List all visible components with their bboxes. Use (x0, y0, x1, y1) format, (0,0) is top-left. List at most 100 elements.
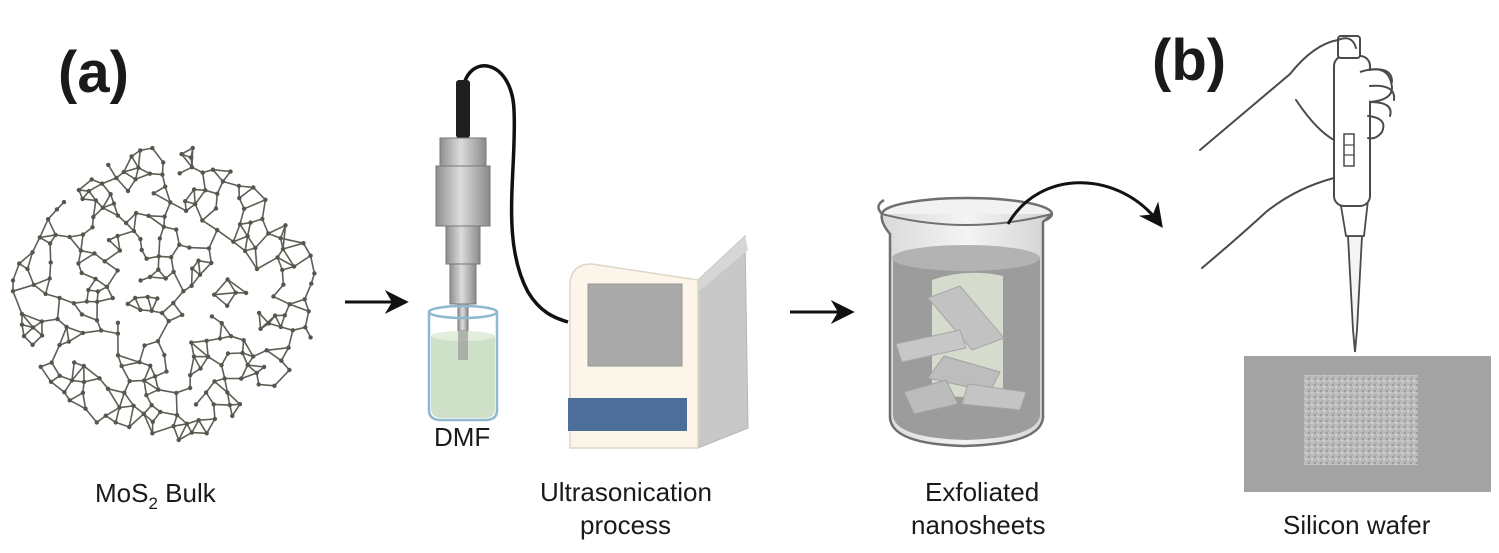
lattice-atom (158, 236, 162, 240)
lattice-bond (124, 393, 133, 406)
lattice-atom (253, 246, 257, 250)
lattice-atom (81, 391, 85, 395)
lattice-atom (283, 223, 287, 227)
lattice-bond (136, 174, 150, 180)
lattice-atom (209, 261, 213, 265)
lattice-atom (207, 246, 211, 250)
lattice-atom (150, 309, 154, 313)
lattice-atom (46, 217, 50, 221)
lattice-atom (25, 267, 29, 271)
lattice-atom (198, 366, 202, 370)
lattice-atom (177, 438, 181, 442)
lattice-atom (287, 368, 291, 372)
lattice-atom (193, 202, 197, 206)
lattice-bond (294, 256, 311, 267)
lattice-atom (80, 197, 84, 201)
lattice-bond (189, 248, 209, 249)
lattice-atom (212, 379, 216, 383)
lattice-atom (230, 414, 234, 418)
exfoliated-label-line2: nanosheets (911, 510, 1045, 540)
dmf-label: DMF (434, 422, 490, 452)
lattice-atom (260, 217, 264, 221)
lattice-atom (30, 343, 34, 347)
lattice-atom (280, 268, 284, 272)
lattice-atom (242, 338, 246, 342)
lattice-atom (243, 249, 247, 253)
lattice-atom (11, 278, 15, 282)
lattice-bond (52, 345, 60, 363)
lattice-bond (160, 412, 177, 415)
lattice-atom (303, 297, 307, 301)
lattice-atom (206, 355, 210, 359)
lattice-atom (136, 166, 140, 170)
lattice-atom (82, 380, 86, 384)
lattice-atom (177, 243, 181, 247)
lattice-atom (48, 241, 52, 245)
lattice-atom (246, 363, 250, 367)
lattice-atom (220, 321, 224, 325)
lattice-bond (152, 148, 163, 162)
lattice-atom (140, 248, 144, 252)
lattice-atom (237, 196, 241, 200)
lattice-atom (251, 185, 255, 189)
lattice-atom (127, 379, 131, 383)
lattice-bond (101, 330, 118, 333)
lattice-atom (97, 376, 101, 380)
mos2-bulk-label: MoS2 Bulk (95, 478, 217, 513)
lattice-atom (188, 373, 192, 377)
lattice-bond (207, 419, 215, 433)
lattice-atom (127, 425, 131, 429)
lattice-atom (64, 325, 68, 329)
lattice-atom (203, 188, 207, 192)
lattice-atom (31, 325, 35, 329)
lattice-atom (174, 227, 178, 231)
lattice-atom (225, 304, 229, 308)
lattice-bond (119, 393, 124, 408)
lattice-bond (222, 323, 231, 336)
lattice-atom (213, 417, 217, 421)
lattice-atom (17, 261, 21, 265)
lattice-bond (233, 242, 245, 251)
lattice-bond (214, 295, 227, 306)
lattice-bond (13, 264, 19, 281)
lattice-atom (129, 154, 133, 158)
lattice-atom (133, 177, 137, 181)
lattice-bond (81, 235, 83, 251)
lattice-bond (28, 269, 34, 285)
lattice-bond (170, 202, 186, 210)
lattice-atom (106, 387, 110, 391)
lattice-atom (265, 348, 269, 352)
lattice-atom (281, 283, 285, 287)
lattice-atom (150, 431, 154, 435)
lattice-atom (114, 420, 118, 424)
lattice-atom (162, 353, 166, 357)
lattice-bond (150, 277, 166, 278)
lattice-atom (179, 152, 183, 156)
lattice-bond (217, 230, 233, 242)
lattice-bond (173, 291, 183, 303)
lattice-atom (48, 276, 52, 280)
lattice-atom (142, 378, 146, 382)
lattice-atom (55, 207, 59, 211)
lattice-atom (171, 270, 175, 274)
lattice-bond (255, 234, 268, 249)
lattice-atom (303, 325, 307, 329)
panel-label-b: (b) (1152, 28, 1226, 93)
lattice-atom (95, 420, 99, 424)
lattice-atom (240, 351, 244, 355)
lattice-atom (156, 268, 160, 272)
ultrasonication-label-line2: process (580, 510, 671, 540)
lattice-bond (140, 346, 145, 363)
lattice-atom (92, 251, 96, 255)
lattice-atom (138, 237, 142, 241)
lattice-atom (72, 301, 76, 305)
lattice-bond (40, 219, 48, 237)
lattice-atom (160, 172, 164, 176)
lattice-bond (162, 303, 173, 313)
lattice-atom (93, 277, 97, 281)
lattice-bond (194, 189, 195, 204)
lattice-atom (244, 291, 248, 295)
lattice-bond (290, 299, 305, 304)
lattice-bond (253, 350, 267, 356)
lattice-atom (218, 336, 222, 340)
